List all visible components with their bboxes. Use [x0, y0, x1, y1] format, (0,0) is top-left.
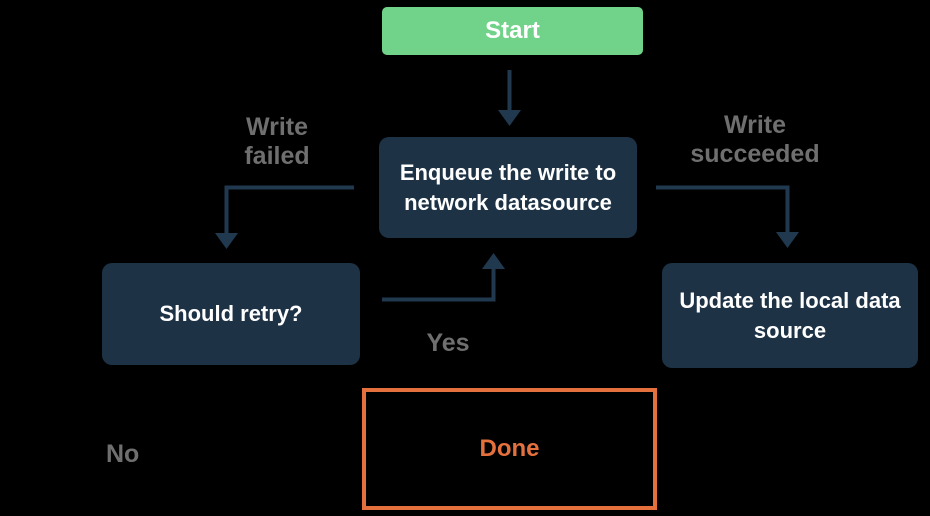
node-enqueue-write: Enqueue the write to network datasource — [379, 137, 637, 238]
arrow-write-failed — [215, 185, 354, 249]
edge-label-no: No — [106, 440, 140, 468]
edge-label-write-succeeded: Write succeeded — [690, 111, 820, 168]
node-should-retry: Should retry? — [102, 263, 360, 365]
arrow-start-to-enqueue — [498, 70, 521, 126]
node-start: Start — [382, 7, 643, 55]
node-done: Done — [362, 388, 657, 510]
arrow-yes-retry-to-enqueue — [382, 253, 505, 302]
node-update-local-source: Update the local data source — [662, 263, 918, 368]
arrow-write-succeeded — [656, 185, 799, 248]
edge-label-yes: Yes — [426, 329, 470, 357]
edge-label-write-failed: Write failed — [244, 113, 310, 170]
